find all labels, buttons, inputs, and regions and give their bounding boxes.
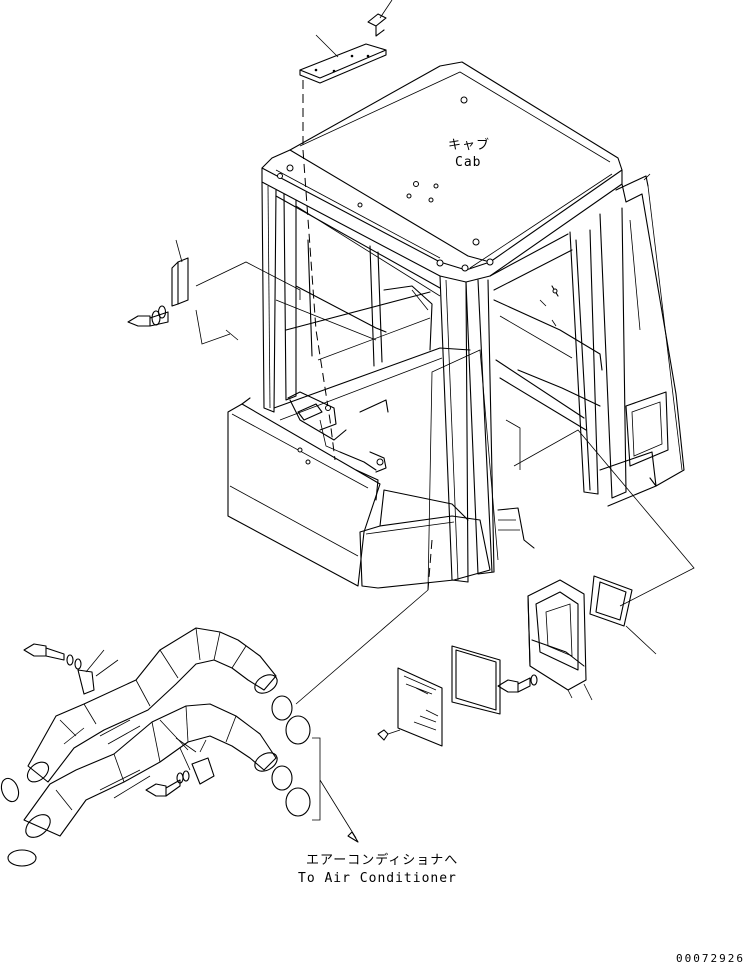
- roof-cover-plate: [299, 43, 387, 84]
- aircon-leader: [312, 737, 357, 839]
- leader-cover: [315, 34, 339, 58]
- arrow-icon: [347, 831, 359, 843]
- side-bracket-assembly: [127, 239, 301, 345]
- cab-label-en: Cab: [455, 155, 481, 170]
- aircon-label-en: To Air Conditioner: [298, 871, 457, 886]
- drawing-number: 00072926: [676, 952, 745, 965]
- cab-body: [227, 61, 685, 589]
- install-line-cover: [302, 80, 336, 461]
- air-filter-assembly: [377, 575, 657, 747]
- install-line-duct: [427, 539, 433, 591]
- air-duct-assembly: [0, 627, 311, 867]
- leader-duct: [295, 349, 499, 705]
- leader-bracket: [379, 0, 393, 19]
- small-bracket: [367, 13, 387, 37]
- aircon-label-jp: エアーコンディショナへ: [306, 852, 458, 868]
- cab-label-jp: キャブ: [448, 137, 490, 153]
- leader-filter: [513, 429, 695, 607]
